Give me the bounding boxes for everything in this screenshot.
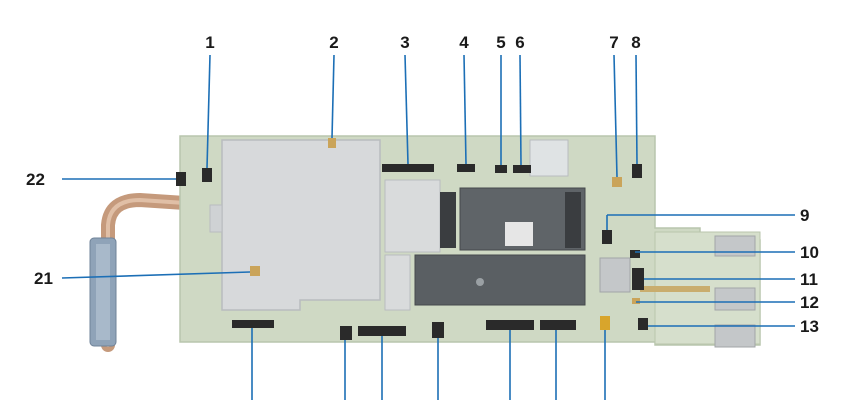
connector-1 bbox=[202, 168, 212, 182]
center-shield-lower bbox=[384, 254, 411, 311]
callout-2: 2 bbox=[329, 33, 338, 52]
connector-21 bbox=[250, 266, 260, 276]
callout-3: 3 bbox=[400, 33, 409, 52]
connector-bottom-g bbox=[600, 316, 610, 330]
connector-bottom-a bbox=[232, 320, 274, 328]
module-screw bbox=[476, 278, 484, 286]
connector-5 bbox=[495, 165, 507, 173]
flex-cable-strip bbox=[640, 286, 710, 292]
port-right-a bbox=[714, 235, 756, 257]
ssd-label bbox=[505, 222, 533, 246]
center-shield-upper bbox=[384, 179, 441, 253]
connector-11 bbox=[632, 268, 644, 290]
port-usb-upper bbox=[599, 257, 631, 293]
m2-slot-a bbox=[440, 192, 456, 248]
port-right-b bbox=[714, 287, 756, 311]
leader-lines bbox=[61, 54, 795, 400]
leader-21 bbox=[61, 271, 251, 279]
callout-1: 1 bbox=[205, 33, 214, 52]
connector-bottom-b bbox=[340, 326, 352, 340]
connector-bottom-d bbox=[432, 322, 444, 338]
callout-22: 22 bbox=[26, 170, 45, 189]
callout-11: 11 bbox=[800, 270, 818, 289]
callout-9: 9 bbox=[800, 206, 809, 225]
lower-module bbox=[414, 254, 586, 306]
system-board bbox=[176, 135, 761, 348]
callout-4: 4 bbox=[459, 33, 469, 52]
callout-12: 12 bbox=[800, 293, 819, 312]
callout-21: 21 bbox=[34, 269, 53, 288]
connector-12 bbox=[632, 298, 640, 304]
leader-6 bbox=[519, 54, 522, 166]
port-right-c bbox=[714, 324, 756, 348]
fin-stack-inner bbox=[96, 244, 110, 340]
leader-4 bbox=[463, 54, 467, 165]
connector-bottom-c bbox=[358, 326, 406, 336]
connector-13 bbox=[638, 318, 648, 330]
connector-7 bbox=[612, 177, 622, 187]
leader-8 bbox=[635, 54, 638, 165]
callout-10: 10 bbox=[800, 243, 819, 262]
callout-5: 5 bbox=[496, 33, 505, 52]
heat-pipe-assembly bbox=[89, 192, 222, 352]
thermal-shield bbox=[221, 139, 381, 311]
connector-9 bbox=[602, 230, 612, 244]
wlan-card bbox=[529, 139, 569, 177]
callout-8: 8 bbox=[631, 33, 640, 52]
leader-2 bbox=[331, 54, 335, 139]
callout-13: 13 bbox=[800, 317, 819, 336]
leader-1 bbox=[206, 54, 211, 169]
callout-6: 6 bbox=[515, 33, 524, 52]
connector-2 bbox=[328, 138, 336, 148]
callout-labels: 1 2 3 4 5 6 7 8 9 10 11 12 13 21 22 bbox=[26, 33, 819, 336]
leader-3 bbox=[404, 54, 409, 165]
m2-slot-b bbox=[565, 192, 581, 248]
leader-7 bbox=[613, 54, 618, 178]
connector-bottom-f bbox=[540, 320, 576, 330]
connector-8 bbox=[632, 164, 642, 178]
connector-4 bbox=[457, 164, 475, 172]
connector-22 bbox=[176, 172, 186, 186]
connector-6 bbox=[513, 165, 531, 173]
callout-7: 7 bbox=[609, 33, 618, 52]
connector-10 bbox=[630, 250, 640, 258]
connector-bottom-e bbox=[486, 320, 534, 330]
connector-3 bbox=[382, 164, 434, 172]
heat-pipe-highlight bbox=[106, 197, 217, 347]
shield-bracket bbox=[209, 204, 223, 233]
